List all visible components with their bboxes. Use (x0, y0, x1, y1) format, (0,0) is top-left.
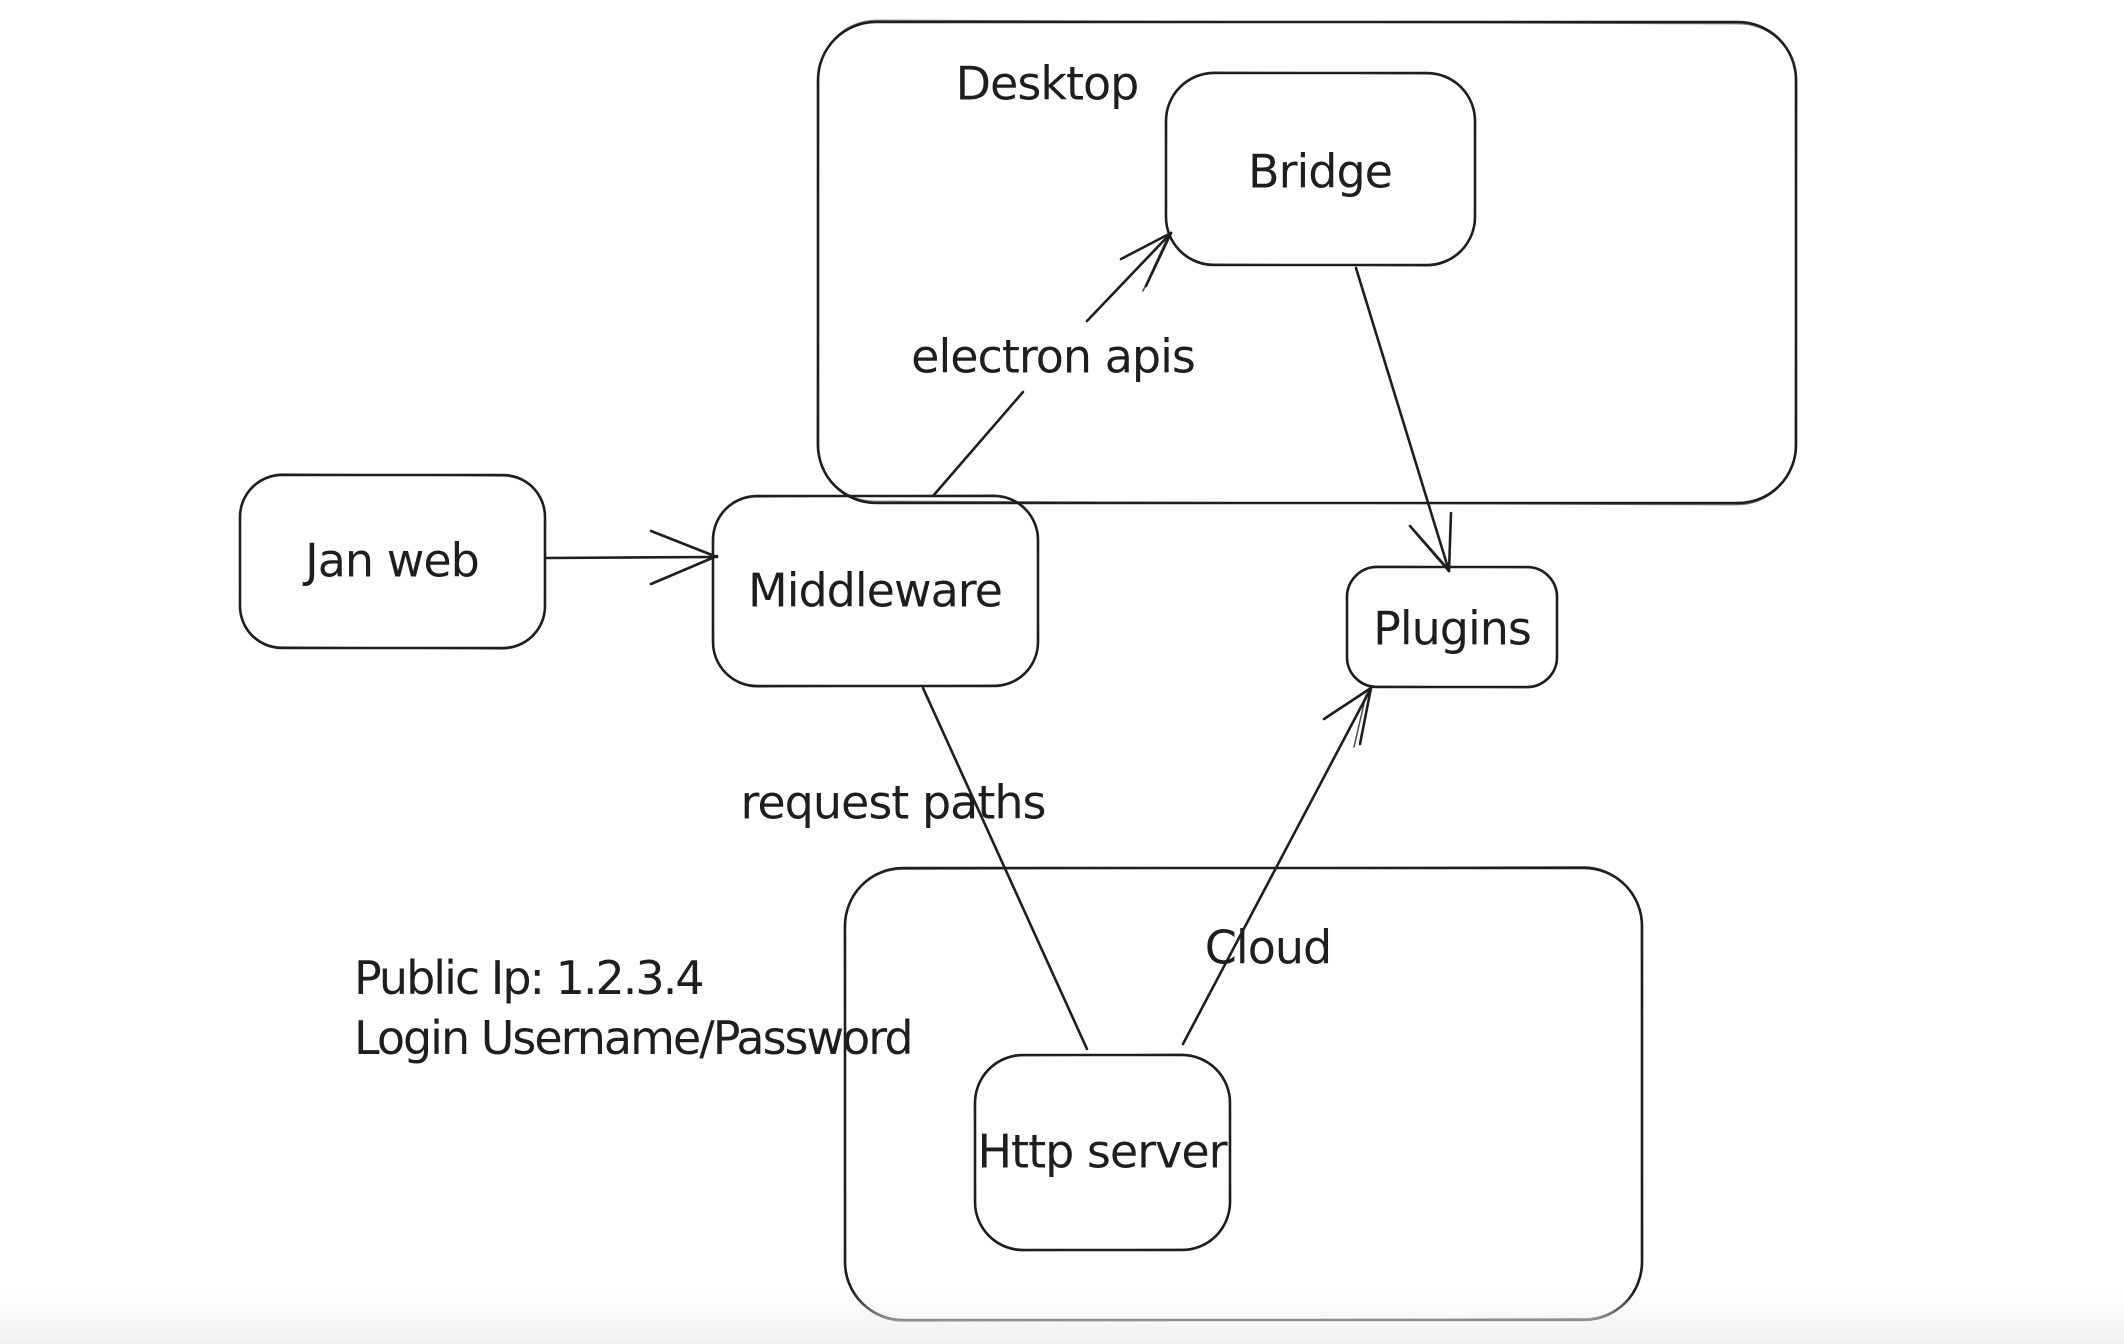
desktop-container-label[interactable]: Desktop (955, 56, 1140, 111)
edge-label-electron-apis[interactable]: electron apis (911, 329, 1196, 384)
plugins-node-label[interactable]: Plugins (1373, 601, 1532, 656)
desktop-container[interactable] (816, 19, 1798, 506)
jan-web-node-label[interactable]: Jan web (305, 533, 480, 588)
http-server-node[interactable] (973, 1053, 1232, 1252)
jan-web-node[interactable] (238, 473, 547, 650)
annotation-login: Login Username/Password (354, 1011, 914, 1065)
bridge-node-label[interactable]: Bridge (1248, 144, 1393, 199)
edge-label-request-paths[interactable]: request paths (740, 775, 1046, 830)
cloud-annotation-text[interactable]: Public Ip: 1.2.3.4 Login Username/Passwo… (354, 948, 914, 1068)
middleware-node-label[interactable]: Middleware (748, 563, 1003, 618)
bridge-node[interactable] (1164, 71, 1477, 267)
annotation-public-ip: Public Ip: 1.2.3.4 (354, 951, 705, 1005)
plugins-node[interactable] (1345, 565, 1559, 689)
line-middleware-to-http-server[interactable] (921, 686, 1089, 1051)
arrow-jan-web-to-middleware[interactable] (544, 529, 719, 586)
http-server-node-label[interactable]: Http server (977, 1124, 1227, 1179)
arrow-middleware-to-bridge[interactable] (931, 231, 1173, 498)
arrow-bridge-to-plugins[interactable] (1354, 266, 1453, 573)
arrow-http-server-to-plugins[interactable] (1181, 686, 1373, 1046)
middleware-node[interactable] (711, 494, 1040, 688)
cloud-container-label[interactable]: Cloud (1204, 920, 1332, 975)
